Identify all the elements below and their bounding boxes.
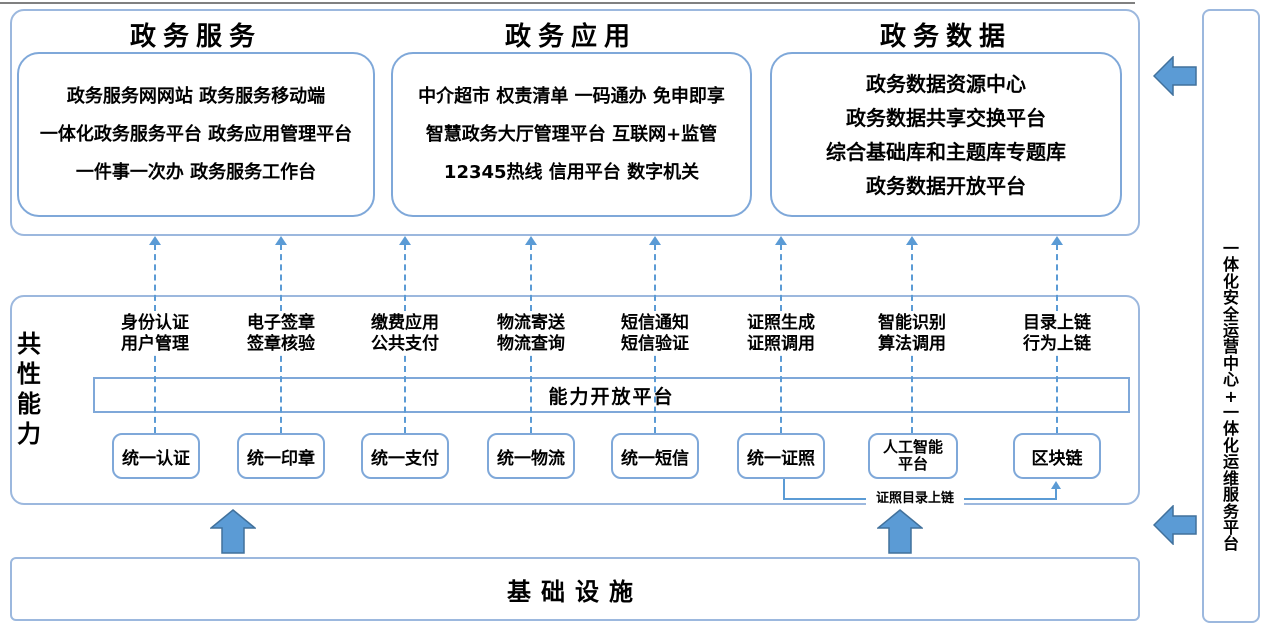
platform-box-logistics: 统一物流: [487, 433, 575, 479]
section-title-applications: 政务应用: [504, 22, 638, 52]
platform-box-auth: 统一认证: [112, 433, 200, 479]
up-arrow-icon: [877, 509, 923, 554]
capability-label: 目录上链 行为上链: [1020, 313, 1094, 355]
applications-line: 中介超市 权责清单 一码通办 免申即享: [418, 85, 725, 107]
right-panel-box: [1202, 9, 1260, 623]
dashed-arrow-head-icon: [149, 236, 161, 245]
dashed-arrow-head-icon: [275, 236, 287, 245]
data-line: 政务数据共享交换平台: [846, 105, 1046, 130]
capability-label: 物流寄送 物流查询: [494, 313, 568, 355]
open-platform-bar-label: 能力开放平台: [540, 381, 683, 409]
platform-box-sms: 统一短信: [611, 433, 699, 479]
services-line: 一件事一次办 政务服务工作台: [75, 161, 317, 183]
dashed-arrow-head-icon: [525, 236, 537, 245]
dashed-arrow-head-icon: [399, 236, 411, 245]
platform-box-blockchain: 区块链: [1013, 433, 1101, 479]
section-title-data: 政务数据: [879, 22, 1013, 52]
capability-label: 智能识别 算法调用: [875, 313, 949, 355]
services-line: 政务服务网网站 政务服务移动端: [66, 85, 326, 107]
up-arrow-icon: [210, 509, 256, 554]
open-platform-bar: 能力开放平台: [93, 377, 1130, 413]
common-capability-label: 共 性 能 力: [17, 330, 41, 448]
top-border-line: [0, 2, 1135, 4]
data-group-box: 政务数据资源中心 政务数据共享交换平台 综合基础库和主题库专题库 政务数据开放平…: [770, 52, 1122, 217]
connector-line: [783, 479, 785, 500]
capability-label: 证照生成 证照调用: [744, 313, 818, 355]
platform-box-seal: 统一印章: [237, 433, 325, 479]
data-line: 政务数据资源中心: [866, 71, 1026, 96]
platform-box-ai: 人工智能 平台: [868, 433, 958, 479]
capability-label: 短信通知 短信验证: [618, 313, 692, 355]
capability-label: 缴费应用 公共支付: [368, 313, 442, 355]
section-title-services: 政务服务: [129, 22, 263, 52]
applications-group-box: 中介超市 权责清单 一码通办 免申即享 智慧政务大厅管理平台 互联网+监管 12…: [391, 52, 752, 217]
dashed-arrow-head-icon: [1051, 236, 1063, 245]
dashed-arrow-head-icon: [775, 236, 787, 245]
right-panel-label: 一 体 化 安 全 运 营 中 心 + 一 体 化 运 维 服 务 平 台: [1222, 239, 1239, 554]
services-line: 一体化政务服务平台 政务应用管理平台: [39, 123, 353, 145]
dashed-arrow-head-icon: [906, 236, 918, 245]
data-line: 综合基础库和主题库专题库: [826, 139, 1066, 164]
capability-label: 身份认证 用户管理: [118, 313, 192, 355]
connector-line: [1055, 488, 1057, 500]
capability-label: 电子签章 签章核验: [244, 313, 318, 355]
data-line: 政务数据开放平台: [866, 173, 1026, 198]
connector-arrow-head-icon: [1051, 481, 1061, 489]
platform-box-payment: 统一支付: [361, 433, 449, 479]
left-arrow-icon: [1153, 56, 1197, 96]
left-arrow-icon: [1153, 505, 1197, 545]
applications-line: 智慧政务大厅管理平台 互联网+监管: [425, 123, 718, 145]
applications-line: 12345热线 信用平台 数字机关: [443, 161, 700, 183]
dashed-arrow-head-icon: [649, 236, 661, 245]
services-group-box: 政务服务网网站 政务服务移动端 一体化政务服务平台 政务应用管理平台 一件事一次…: [17, 52, 375, 217]
infrastructure-label: 基础设施: [507, 577, 643, 606]
platform-box-license: 统一证照: [737, 433, 825, 479]
connector-label: 证照目录上链: [865, 487, 965, 506]
infrastructure-box: 基础设施: [10, 557, 1140, 621]
